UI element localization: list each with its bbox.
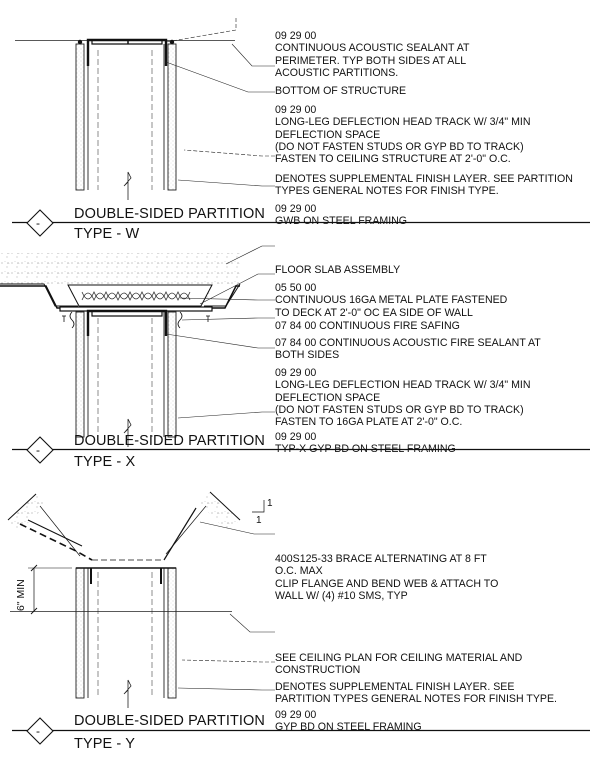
detail-type-label-y: TYPE - Y	[74, 736, 135, 752]
note-y-2: SEE CEILING PLAN FOR CEILING MATERIAL AN…	[275, 651, 523, 677]
note-w-4: DENOTES SUPPLEMENTAL FINISH LAYER. SEE P…	[275, 172, 573, 198]
detail-title-x: DOUBLE-SIDED PARTITION	[74, 433, 265, 449]
detail-tag-w: -	[36, 216, 40, 230]
slope-run: 1	[256, 515, 262, 526]
note-x-3: 07 84 00 CONTINUOUS FIRE SAFING	[275, 319, 460, 332]
dimension-six-inch-min: 6" MIN	[15, 579, 27, 611]
detail-type-label-w: TYPE - W	[74, 226, 140, 242]
note-w-2: BOTTOM OF STRUCTURE	[275, 84, 407, 97]
note-x-4: 07 84 00 CONTINUOUS ACOUSTIC FIRE SEALAN…	[275, 336, 541, 362]
detail-type-x	[0, 245, 590, 464]
detail-title-w: DOUBLE-SIDED PARTITION	[74, 206, 265, 222]
detail-type-y	[7, 491, 590, 745]
detail-type-w	[12, 18, 590, 237]
note-x-1: FLOOR SLAB ASSEMBLY	[275, 263, 401, 276]
detail-tag-x: -	[36, 443, 40, 457]
detail-tag-y: -	[36, 724, 40, 738]
detail-type-label-x: TYPE - X	[74, 454, 136, 470]
detail-title-y: DOUBLE-SIDED PARTITION	[74, 713, 265, 729]
slope-rise: 1	[267, 498, 273, 509]
